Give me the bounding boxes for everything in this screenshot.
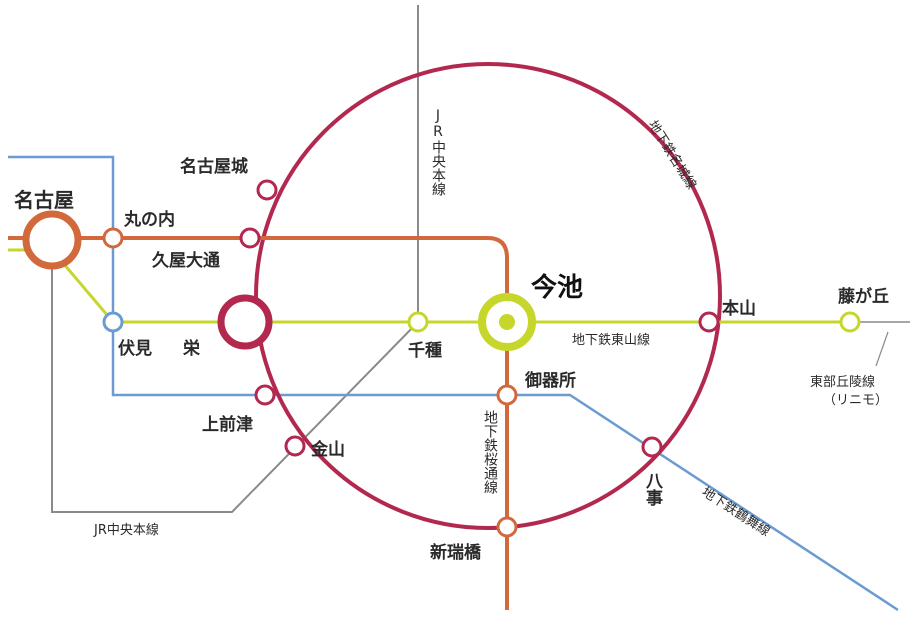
station-label-kanayama: 金山 xyxy=(310,439,345,460)
line-label-jr-chuo-bottom: JR中央本線 xyxy=(93,522,159,538)
station-label-yagoto: 八事 xyxy=(642,472,663,507)
line-label-sakuradori: 地下鉄桜通線 xyxy=(482,410,498,494)
station-label-motoyama: 本山 xyxy=(722,298,756,319)
tsurumai-line xyxy=(8,155,899,612)
station-label-chikusa: 千種 xyxy=(408,340,442,361)
linimo-leader xyxy=(875,331,889,367)
station-marker-imaike-dot xyxy=(499,314,515,330)
station-label-sakae: 栄 xyxy=(182,338,201,359)
line-label-higashiyama: 地下鉄東山線 xyxy=(572,332,650,348)
station-marker-chikusa[interactable] xyxy=(407,311,429,333)
meijo-line-loop xyxy=(254,62,722,530)
station-label-gokiso: 御器所 xyxy=(524,370,576,391)
station-label-shinmizuhashi: 新瑞橋 xyxy=(430,542,482,563)
station-marker-nagoyajo[interactable] xyxy=(256,179,278,201)
station-marker-hisaya-odori[interactable] xyxy=(239,227,261,249)
station-label-imaike: 今池 xyxy=(531,272,583,303)
station-marker-motoyama[interactable] xyxy=(698,311,720,333)
station-marker-yagoto[interactable] xyxy=(641,436,663,458)
line-label-meijo: 地下鉄名城線 xyxy=(645,118,700,193)
station-label-fushimi: 伏見 xyxy=(118,338,152,359)
station-label-fujigaoka: 藤が丘 xyxy=(838,286,889,307)
station-marker-kamimaezu[interactable] xyxy=(254,384,276,406)
line-label-tsurumai: 地下鉄鶴舞線 xyxy=(699,484,773,540)
station-label-kamimaezu: 上前津 xyxy=(202,414,253,435)
station-marker-fushimi[interactable] xyxy=(102,311,124,333)
jr-chuo-line-south xyxy=(51,252,419,513)
line-label-linimo-sub: （リニモ） xyxy=(823,393,888,408)
line-label-linimo: 東部丘陵線 xyxy=(810,374,875,390)
station-label-marunouchi: 丸の内 xyxy=(123,209,175,230)
station-marker-gokiso[interactable] xyxy=(496,384,518,406)
line-label-jr-chuo-vertical: JR中央本線 xyxy=(430,108,446,196)
station-marker-kanayama[interactable] xyxy=(284,435,306,457)
station-marker-sakae[interactable] xyxy=(217,294,273,350)
station-label-nagoya: 名古屋 xyxy=(14,188,74,212)
station-marker-marunouchi[interactable] xyxy=(102,227,124,249)
station-marker-fujigaoka[interactable] xyxy=(839,311,861,333)
station-marker-shinmizuhashi[interactable] xyxy=(496,516,518,538)
sakuradori-line-curve xyxy=(8,236,509,610)
station-marker-nagoya[interactable] xyxy=(22,210,82,270)
station-label-hisaya-odori: 久屋大通 xyxy=(152,250,220,271)
station-label-nagoyajo: 名古屋城 xyxy=(180,156,248,177)
